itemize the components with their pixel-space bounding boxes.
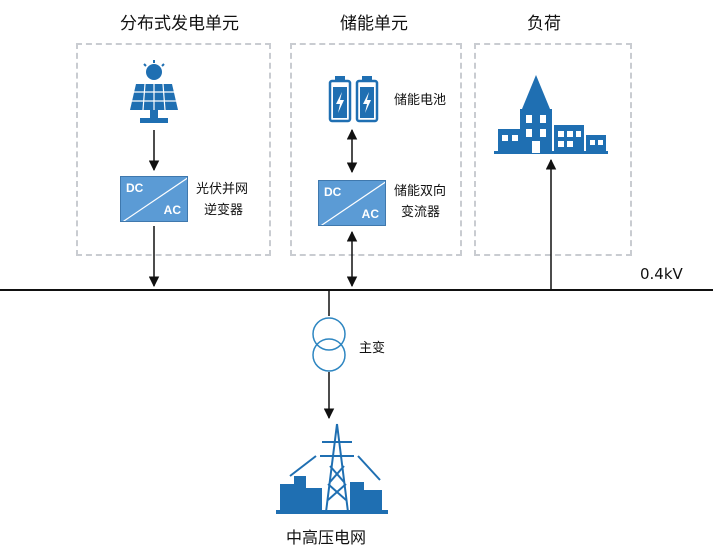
storage-unit-box	[290, 43, 462, 256]
grid-label: 中高压电网	[286, 528, 367, 547]
solar-panel-icon	[130, 60, 178, 123]
load-unit-title: 负荷	[527, 14, 561, 34]
power-grid-icon	[276, 423, 388, 514]
pv-inverter-label-2: 逆变器	[204, 203, 244, 218]
transformer-icon	[312, 317, 346, 372]
storage-converter-label-2: 变流器	[401, 205, 441, 220]
building-load-icon	[494, 75, 608, 154]
pv-inverter-block: DC AC	[120, 176, 188, 222]
storage-converter-block: DC AC	[318, 180, 386, 226]
ac-label: AC	[361, 207, 379, 221]
load-unit-box	[474, 43, 632, 256]
pv-unit-title: 分布式发电单元	[120, 14, 239, 34]
transformer-label: 主变	[359, 341, 386, 356]
battery-icon	[328, 76, 379, 123]
pv-inverter-label-1: 光伏并网	[196, 182, 249, 197]
battery-label: 储能电池	[394, 93, 447, 108]
storage-converter-label-1: 储能双向	[394, 184, 447, 199]
bus-voltage-label: 0.4kV	[640, 265, 683, 283]
dc-label: DC	[324, 185, 342, 199]
dc-label: DC	[126, 181, 144, 195]
storage-unit-title: 储能单元	[340, 14, 408, 34]
ac-label: AC	[163, 203, 181, 217]
pv-unit-box	[76, 43, 271, 256]
